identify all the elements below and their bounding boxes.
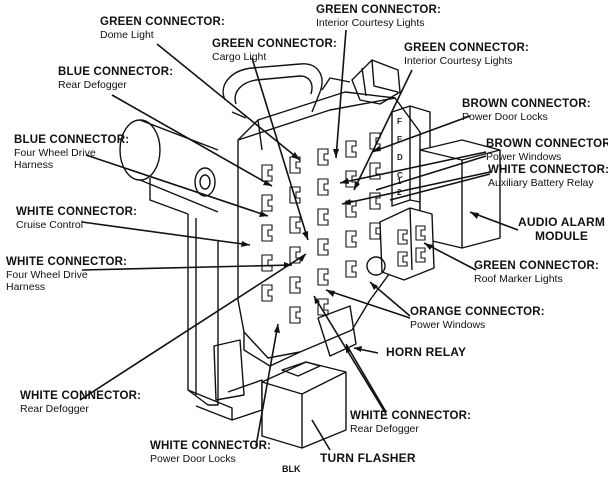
label-title: WHITE CONNECTOR: (150, 440, 272, 452)
label-green-interior-courtesy-2: GREEN CONNECTOR: Interior Courtesy Light… (404, 42, 529, 67)
label-subtitle-line2: Harness (6, 281, 46, 294)
label-title: WHITE CONNECTOR: (6, 256, 128, 268)
label-subtitle: Interior Courtesy Lights (316, 17, 425, 30)
label-subtitle: Roof Marker Lights (474, 273, 563, 286)
label-white-four-wheel-drive: WHITE CONNECTOR: Four Wheel Drive Harnes… (6, 256, 127, 293)
label-subtitle: Interior Courtesy Lights (404, 55, 513, 68)
arrowheads (241, 146, 479, 353)
label-subtitle: Power Windows (410, 319, 486, 332)
label-title: GREEN CONNECTOR: (404, 42, 530, 54)
label-subtitle: Rear Defogger (350, 423, 419, 436)
label-white-cruise-control: WHITE CONNECTOR: Cruise Control (16, 206, 137, 231)
label-brown-power-windows: BROWN CONNECTOR: Power Windows (486, 138, 608, 163)
label-subtitle: Cargo Light (212, 51, 267, 64)
label-title: BROWN CONNECTOR: (486, 138, 608, 150)
label-title: GREEN CONNECTOR: (100, 16, 226, 28)
label-subtitle: Power Door Locks (462, 111, 548, 124)
label-title: ORANGE CONNECTOR: (410, 306, 545, 318)
label-title: BLUE CONNECTOR: (14, 134, 130, 146)
label-white-power-door-locks: WHITE CONNECTOR: Power Door Locks (150, 440, 271, 465)
label-title: BLUE CONNECTOR: (58, 66, 174, 78)
label-subtitle: Auxiliary Battery Relay (488, 177, 594, 190)
label-subtitle: Four Wheel Drive (14, 147, 96, 160)
label-title: WHITE CONNECTOR: (20, 390, 142, 402)
label-title: WHITE CONNECTOR: (350, 410, 472, 422)
label-subtitle: Four Wheel Drive (6, 269, 88, 282)
label-green-roof-marker-lights: GREEN CONNECTOR: Roof Marker Lights (474, 260, 599, 285)
label-white-rear-defogger-right: WHITE CONNECTOR: Rear Defogger (350, 410, 471, 435)
label-white-auxiliary-battery-relay: WHITE CONNECTOR: Auxiliary Battery Relay (488, 164, 608, 189)
label-subtitle-line2: Harness (14, 159, 54, 172)
pin-label-c: C (397, 171, 403, 180)
label-title: BLK (282, 464, 301, 474)
label-green-cargo-light: GREEN CONNECTOR: Cargo Light (212, 38, 337, 63)
pin-label-d: D (397, 153, 403, 162)
label-audio-alarm-module: AUDIO ALARM MODULE (518, 215, 606, 244)
label-subtitle: Power Windows (486, 151, 562, 164)
label-orange-power-windows: ORANGE CONNECTOR: Power Windows (410, 306, 545, 331)
label-white-rear-defogger-left: WHITE CONNECTOR: Rear Defogger (20, 390, 141, 415)
label-title: TURN FLASHER (320, 451, 416, 465)
label-subtitle: Rear Defogger (58, 79, 127, 92)
pin-label-1: 1 (397, 177, 402, 186)
label-blue-four-wheel-drive: BLUE CONNECTOR: Four Wheel Drive Harness (14, 134, 129, 171)
label-title: WHITE CONNECTOR: (488, 164, 608, 176)
label-green-interior-courtesy-1: GREEN CONNECTOR: Interior Courtesy Light… (316, 4, 441, 29)
label-title: GREEN CONNECTOR: (212, 38, 338, 50)
label-green-dome-light: GREEN CONNECTOR: Dome Light (100, 16, 225, 41)
label-title: BROWN CONNECTOR: (462, 98, 591, 110)
label-title: WHITE CONNECTOR: (16, 206, 138, 218)
label-brown-power-door-locks: BROWN CONNECTOR: Power Door Locks (462, 98, 591, 123)
label-title: AUDIO ALARM (518, 215, 606, 229)
label-title: GREEN CONNECTOR: (474, 260, 600, 272)
label-title: GREEN CONNECTOR: (316, 4, 442, 16)
pin-label-2: 2 (397, 188, 402, 197)
pin-label-e: E (397, 135, 403, 144)
leader-lines (79, 29, 519, 451)
label-blk: BLK (282, 464, 301, 474)
label-title: HORN RELAY (386, 345, 467, 359)
label-subtitle: Dome Light (100, 29, 154, 42)
label-turn-flasher: TURN FLASHER (320, 451, 416, 466)
label-subtitle: Power Door Locks (150, 453, 236, 466)
label-horn-relay: HORN RELAY (386, 345, 467, 360)
label-subtitle: Rear Defogger (20, 403, 89, 416)
label-title-line2: MODULE (534, 228, 589, 243)
pin-label-f: F (397, 117, 402, 126)
label-blue-rear-defogger: BLUE CONNECTOR: Rear Defogger (58, 66, 173, 91)
label-subtitle: Cruise Control (16, 219, 84, 232)
